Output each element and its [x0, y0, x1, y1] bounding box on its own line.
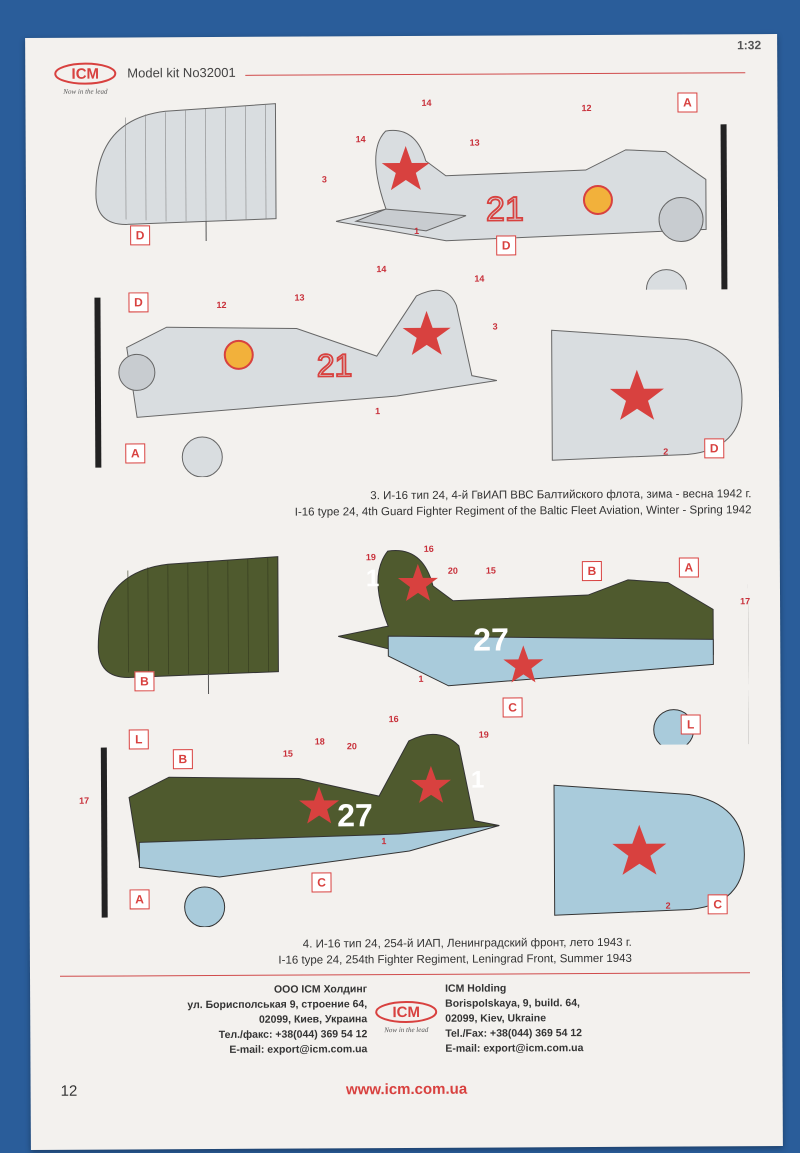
decal-3: 3: [492, 321, 498, 332]
propeller-icon: [720, 124, 728, 292]
red-star-icon: [503, 645, 544, 683]
label-a: A: [677, 92, 698, 113]
propeller-icon: [94, 297, 102, 468]
model-kit-number: Model kit No32001: [127, 64, 236, 81]
guard-badge-icon: [582, 184, 613, 215]
label-d: D: [496, 235, 517, 256]
decal-1: 1: [414, 225, 420, 236]
decal-1: 1: [375, 406, 381, 417]
label-b: B: [172, 749, 193, 770]
address-en-line: Tel./Fax: +38(044) 369 54 12: [445, 1027, 583, 1040]
decal-15: 15: [282, 748, 293, 759]
instruction-sheet: ICM Now in the lead Model kit No32001 1:…: [25, 34, 783, 1150]
decal-2: 2: [665, 900, 671, 911]
red-star-icon: [402, 310, 451, 355]
decal-19: 19: [365, 552, 376, 563]
address-ru-line: 02099, Киев, Украина: [258, 1013, 368, 1026]
scheme4-aircraft-left: 1 27: [100, 734, 500, 928]
guard-badge-icon: [223, 339, 254, 370]
address-ru-line: E-mail: export@icm.com.ua: [229, 1043, 368, 1056]
label-l: L: [128, 729, 149, 750]
scheme3-wing-top: [95, 103, 277, 242]
label-c: C: [311, 872, 332, 893]
address-ru-line: ООО ICM Холдинг: [273, 983, 368, 996]
address-en: ICM Holding Borispolskaya, 9, build. 64,…: [445, 981, 583, 1057]
decal-12: 12: [581, 103, 592, 114]
decal-14: 14: [355, 134, 366, 145]
decal-20: 20: [346, 741, 357, 752]
fin-number-1: 1: [366, 565, 380, 592]
label-b: B: [581, 560, 602, 582]
scheme3-wing-bottom: [551, 329, 743, 461]
address-en-line: E-mail: export@icm.com.ua: [445, 1042, 584, 1055]
website-link[interactable]: www.icm.com.ua: [345, 1080, 468, 1099]
tail-number-27: 27: [337, 797, 373, 833]
label-l: L: [680, 714, 701, 735]
svg-text:ICM: ICM: [71, 66, 99, 83]
svg-text:Now in the lead: Now in the lead: [62, 88, 108, 96]
decal-3: 3: [321, 174, 327, 185]
scheme4-wing-top: [97, 556, 279, 695]
address-ru-line: ул. Борисполськая 9, строение 64,: [187, 998, 368, 1012]
scheme4-aircraft-right: 1 27: [338, 549, 749, 747]
decal-14: 14: [376, 264, 387, 275]
scale-label: 1:32: [737, 38, 762, 53]
address-en-line: ICM Holding: [445, 982, 507, 995]
header-divider: [245, 72, 746, 76]
icm-logo: ICM Now in the lead: [54, 62, 117, 96]
scheme3-caption-en: I-16 type 24, 4th Guard Fighter Regiment…: [294, 504, 752, 519]
red-star-icon: [609, 369, 664, 420]
decal-1: 1: [381, 836, 387, 847]
decal-17: 17: [79, 795, 90, 806]
red-star-icon: [410, 765, 451, 803]
label-a: A: [129, 889, 150, 910]
decal-14: 14: [474, 273, 485, 284]
propeller-icon: [747, 584, 749, 745]
footer-divider: [60, 972, 751, 977]
decal-13: 13: [469, 137, 480, 148]
decal-16: 16: [423, 543, 434, 554]
label-b: B: [134, 671, 155, 692]
scheme3-aircraft-right: 21: [335, 124, 728, 292]
decal-17: 17: [740, 596, 751, 607]
red-star-icon: [397, 563, 438, 601]
svg-text:ICM: ICM: [392, 1004, 420, 1021]
tail-number-21: 21: [317, 347, 353, 383]
decal-19: 19: [478, 729, 489, 740]
scheme4-wing-bottom: [553, 784, 745, 916]
label-d: D: [130, 225, 151, 246]
decal-12: 12: [216, 299, 227, 310]
decal-14: 14: [421, 97, 432, 108]
decal-2: 2: [663, 446, 669, 457]
scheme4-caption-en: I-16 type 24, 254th Fighter Regiment, Le…: [278, 952, 632, 967]
label-a: A: [678, 557, 699, 578]
decal-16: 16: [388, 714, 399, 725]
address-ru: ООО ICM Холдинг ул. Борисполськая 9, стр…: [187, 982, 367, 1058]
decal-20: 20: [447, 565, 458, 576]
red-star-icon: [612, 824, 667, 875]
scheme3-caption: 3. И-16 тип 24, 4-й ГвИАП ВВС Балтийског…: [131, 486, 752, 521]
label-a: A: [125, 443, 146, 464]
footer: ООО ICM Холдинг ул. Борисполськая 9, стр…: [30, 972, 783, 1148]
decal-15: 15: [485, 565, 496, 576]
red-star-icon: [381, 145, 430, 191]
svg-text:Now in the lead: Now in the lead: [383, 1026, 429, 1034]
propeller-icon: [100, 747, 108, 918]
label-d: D: [704, 438, 725, 459]
label-d: D: [128, 292, 149, 313]
label-c: C: [707, 894, 728, 915]
scheme4-caption: 4. И-16 тип 24, 254-й ИАП, Ленинградский…: [112, 935, 632, 970]
decal-18: 18: [314, 736, 325, 747]
fin-number-1: 1: [471, 767, 485, 794]
scheme3-aircraft-left: 21: [94, 289, 497, 478]
decal-1: 1: [418, 673, 424, 684]
address-ru-line: Тел./факс: +38(044) 369 54 12: [218, 1028, 368, 1041]
red-star-icon: [299, 786, 340, 824]
decal-13: 13: [294, 292, 305, 303]
address-en-line: Borispolskaya, 9, build. 64,: [445, 997, 580, 1010]
address-en-line: 02099, Kiev, Ukraine: [445, 1012, 547, 1025]
icm-logo: ICM Now in the lead: [375, 1000, 438, 1034]
tail-number-27: 27: [473, 621, 509, 657]
tail-number-21: 21: [486, 190, 524, 228]
